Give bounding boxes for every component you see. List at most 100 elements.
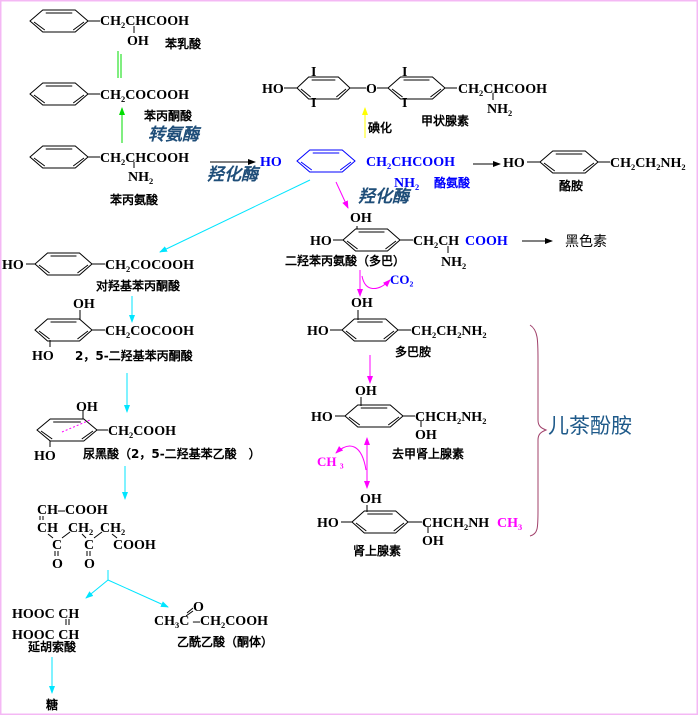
enzyme-hydroxylase-1: 羟化酶 <box>207 165 261 185</box>
catecholamines-label: 儿茶酚胺 <box>548 414 632 438</box>
epinephrine-double-bond <box>355 522 367 532</box>
hppa-name: 对羟基苯丙酮酸 <box>96 278 181 293</box>
dopa-cooh: COOH <box>465 234 508 249</box>
dhppa-double-bond <box>77 330 89 340</box>
phenylalanine-nh2: NH₂ <box>128 170 153 185</box>
enzyme-transaminase: 转氨酶 <box>148 125 202 145</box>
tyrosine-double-bond <box>300 161 313 171</box>
tyrosine-benzene-ring <box>296 149 356 173</box>
dhppa-double-bond <box>38 330 50 340</box>
phenyllactic-oh: OH <box>127 34 149 49</box>
hppa-ho: HO <box>2 258 24 273</box>
tyrosine-double-bond <box>339 161 352 171</box>
tyramine-double-bond <box>582 162 595 172</box>
thyroxine-ether-o: O <box>366 82 377 97</box>
phenylalanine-name: 苯丙氨酸 <box>109 192 159 207</box>
faa-c1: C <box>52 538 62 553</box>
hppa-double-bond <box>77 264 89 274</box>
fumarate-line2: HOOC CH <box>12 628 79 643</box>
thyroxine-b-double-bond <box>391 88 403 98</box>
norepinephrine-name: 去甲肾上腺素 <box>392 446 464 461</box>
iodination-label: 碘化 <box>367 120 392 135</box>
acetoacetate-ch3c: CH₃C <box>154 614 189 629</box>
tyramine-chain: CH₂CH₂NH₂ <box>610 156 686 171</box>
dhppa-name: 2，5-二羟基苯丙酮酸 <box>75 348 194 363</box>
tyrosine-nh2: NH₂ <box>394 176 419 191</box>
epinephrine-oh: OH <box>360 492 382 507</box>
thyroxine-b-double-bond <box>430 88 442 98</box>
faa-ch2-1: CH₂ <box>68 521 93 536</box>
phenylpyruvate-double-bond <box>72 94 85 104</box>
dopa-double-bond <box>385 240 397 250</box>
dopamine-oh: OH <box>351 296 373 311</box>
catecholamine-brace <box>529 324 548 537</box>
tyrosine-chain: CH₂CHCOOH <box>366 155 455 170</box>
thyroxine-iodine-4: I <box>402 96 407 111</box>
fumarate-line1: HOOC CH <box>12 607 79 622</box>
arrows <box>49 51 553 694</box>
arrow-transamination-tyr <box>159 179 311 253</box>
tyrosine-name: 酪氨酸 <box>434 175 471 190</box>
thyroxine-ho: HO <box>262 82 284 97</box>
phenylpyruvate-chain: CH₂COCOOH <box>100 88 189 103</box>
homogentisate-chain: CH₂COOH <box>108 424 176 439</box>
arrow-co2-release <box>361 275 391 289</box>
fumarate-name: 延胡索酸 <box>27 639 77 654</box>
dopamine-name: 多巴胺 <box>395 344 431 359</box>
phenylalanine-double-bond <box>33 157 46 167</box>
phenyllactic-chain: CH₂CHCOOH <box>100 14 189 29</box>
thyroxine-iodine-1: I <box>311 65 316 80</box>
faa-o2: O <box>84 557 95 572</box>
faa-ch: CH <box>37 521 58 536</box>
dhppa-chain: CH₂COCOOH <box>105 324 194 339</box>
homogentisate-oh: OH <box>76 400 98 415</box>
thyroxine-nh2: NH₂ <box>487 102 512 117</box>
epinephrine-chain: CHCH₂NH <box>422 516 489 531</box>
thyroxine-a-double-bond <box>300 88 311 98</box>
epinephrine-side-oh: OH <box>422 534 444 549</box>
epinephrine-name: 肾上腺素 <box>353 543 401 558</box>
phenyllactic-double-bond <box>72 21 85 31</box>
thyroxine-chain: CH₂CHCOOH <box>458 82 547 97</box>
phenylalanine-double-bond <box>72 157 85 167</box>
tyrosine-ho: HO <box>260 155 282 170</box>
thyroxine-a-double-bond <box>336 88 347 98</box>
dhppa-ho: HO <box>32 349 54 364</box>
arrow-to-dopa <box>335 181 349 209</box>
methyl-donor-label: CH ₃ <box>317 454 344 469</box>
epinephrine-ho: HO <box>317 516 339 531</box>
faa-c2: C <box>84 538 94 553</box>
phenyllactic-name: 苯乳酸 <box>164 36 202 51</box>
melanin-label: 黑色素 <box>565 233 607 250</box>
norepinephrine-double-bond <box>387 416 400 426</box>
cleavage-mark <box>61 419 91 433</box>
homogentisate-ho: HO <box>34 449 56 464</box>
arrow-to-acetoacetate <box>107 579 169 608</box>
dopa-name: 二羟苯丙氨酸（多巴） <box>285 253 405 268</box>
enzyme-hydroxylase-2: 羟化酶 <box>358 187 412 207</box>
faa-o1: O <box>52 557 63 572</box>
tyramine-ho: HO <box>503 156 525 171</box>
homogentisate-double-bond <box>40 430 53 440</box>
faa-cooh: COOH <box>113 538 156 553</box>
norepinephrine-double-bond <box>348 416 361 426</box>
dhppa-oh: OH <box>73 297 95 312</box>
acetoacetate-o: O <box>193 600 204 615</box>
tyramine-name: 酪胺 <box>559 178 583 193</box>
dopa-nh2: NH₂ <box>441 255 466 270</box>
faa-line1: CH–COOH <box>37 503 108 518</box>
acetoacetate-name: 乙酰乙酸（酮体） <box>177 634 273 649</box>
phenyllactic-double-bond <box>33 21 46 31</box>
dopa-oh: OH <box>350 211 372 226</box>
arrow-to-fumarate <box>85 579 109 599</box>
tyramine-double-bond <box>543 162 556 172</box>
homogentisate-name: 尿黑酸（2，5-二羟基苯乙酸 ） <box>83 446 261 461</box>
dopamine-ho: HO <box>307 324 329 339</box>
thyroxine-iodine-2: I <box>311 96 316 111</box>
homogentisate-double-bond <box>81 430 94 440</box>
dopa-chain: CH₂CH <box>413 234 459 249</box>
co2-label: CO₂ <box>390 272 414 287</box>
phenylpyruvate-name: 苯丙酮酸 <box>143 108 193 123</box>
